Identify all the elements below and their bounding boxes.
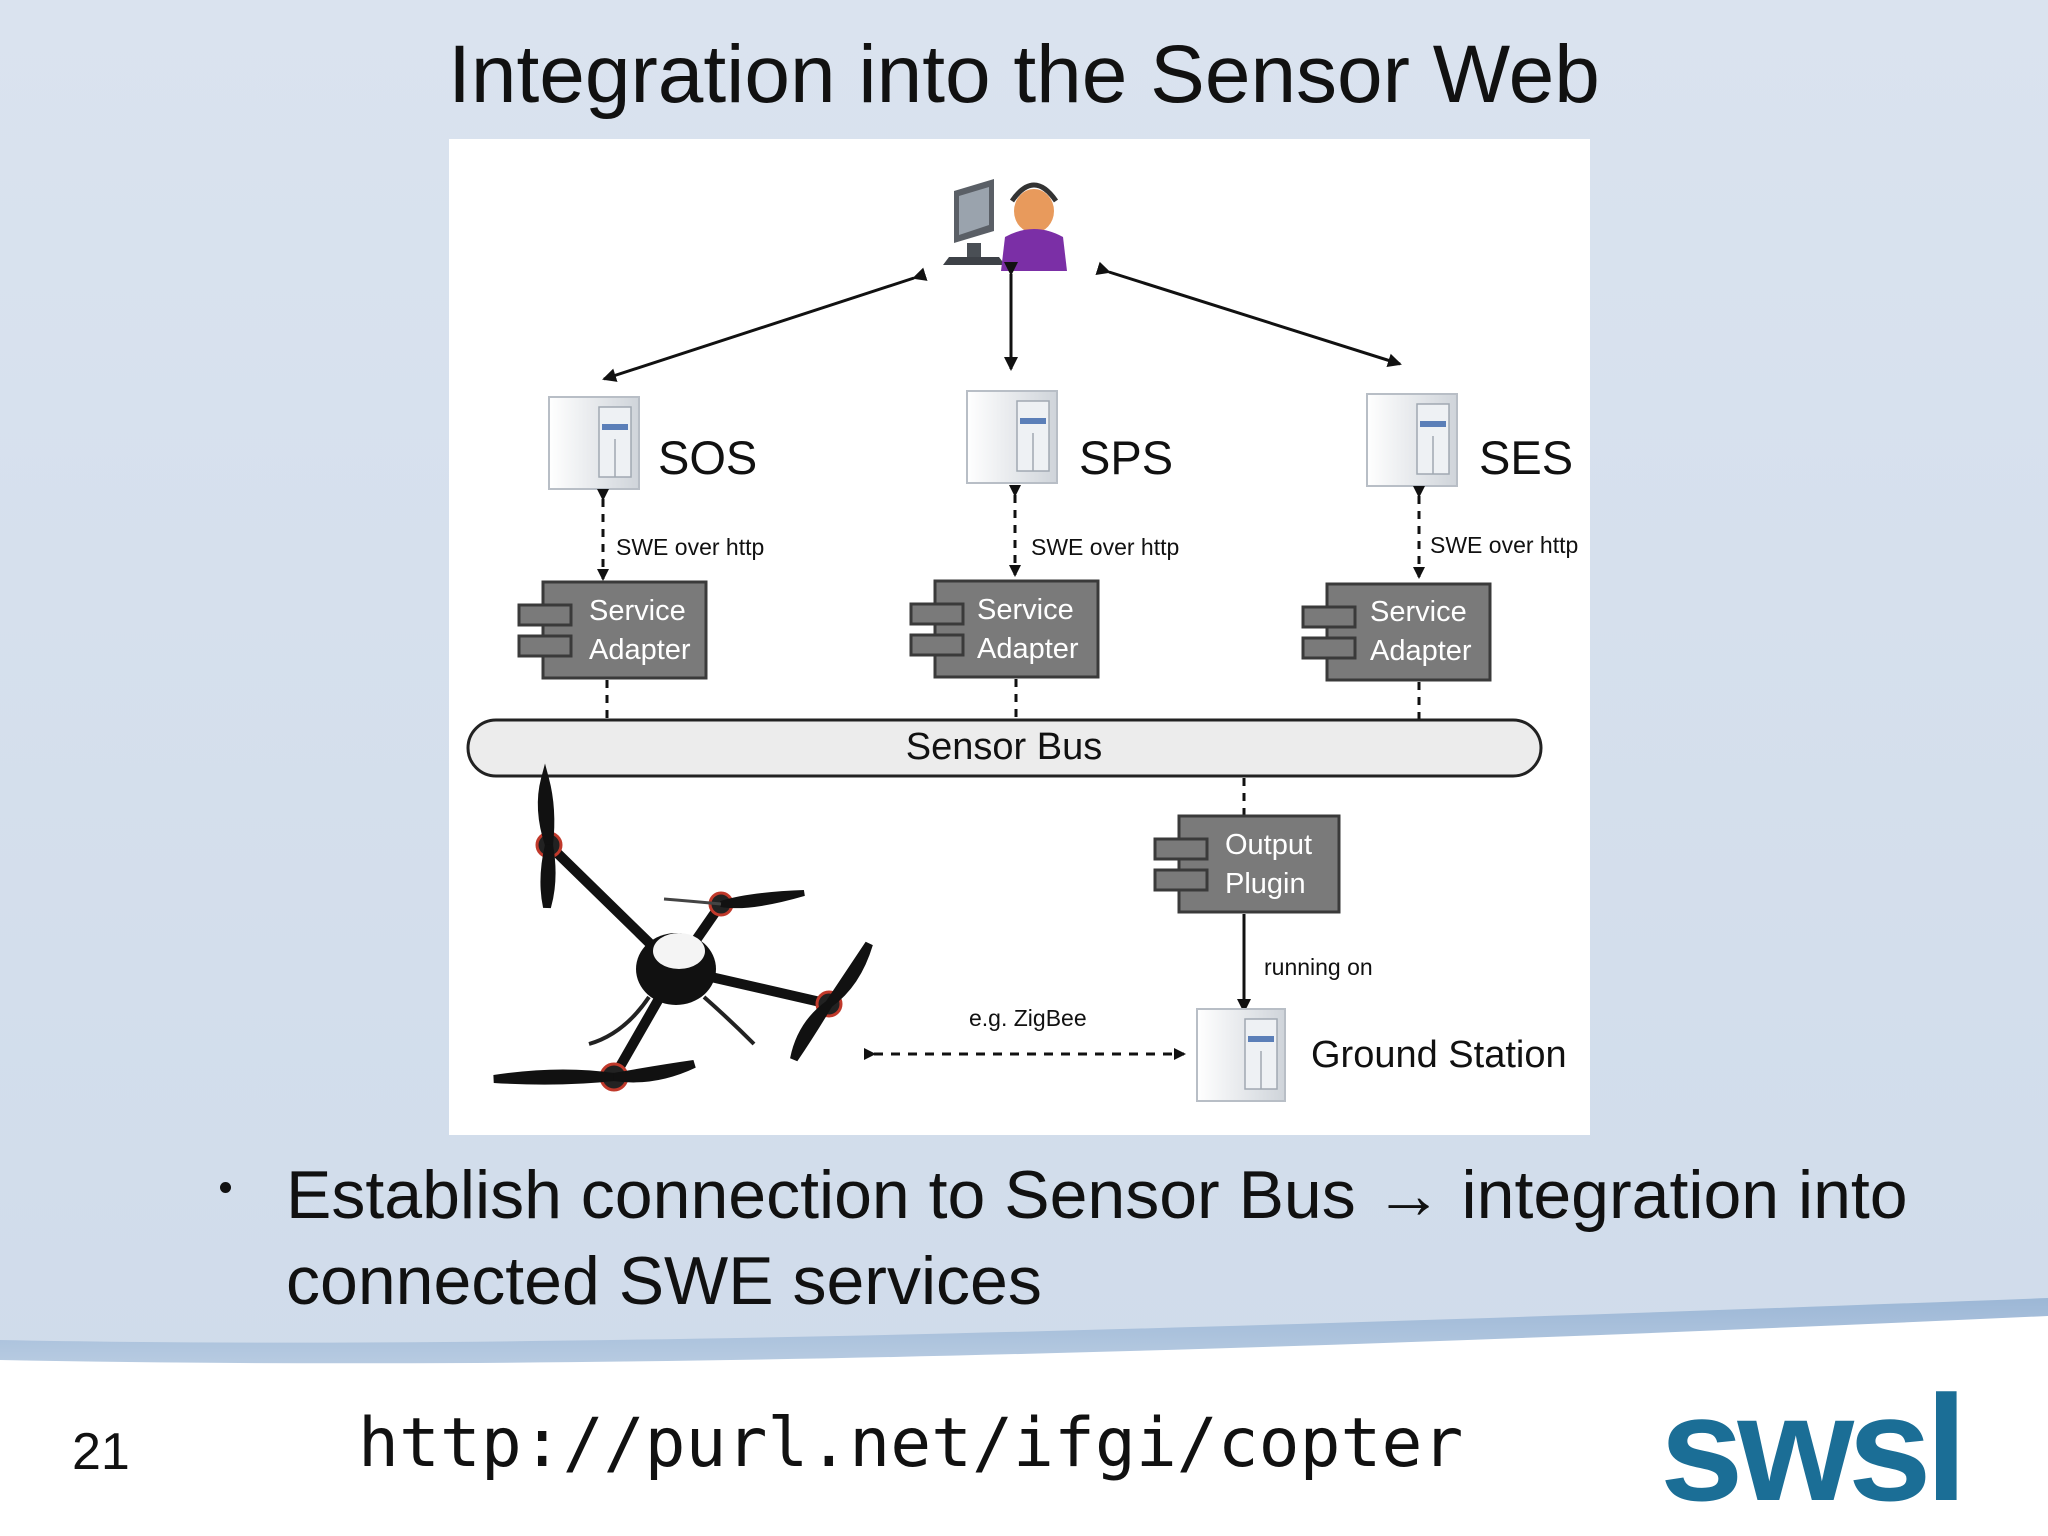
service-adapter-sps: Service Adapter (909, 579, 1100, 679)
running-on-label: running on (1264, 954, 1373, 980)
protocol-label-sps: SWE over http (1031, 534, 1179, 560)
svg-text:Adapter: Adapter (1370, 635, 1472, 667)
footer-url[interactable]: http://purl.net/ifgi/copter (358, 1404, 1464, 1483)
svg-text:swsl: swsl (1660, 1364, 1961, 1530)
ground-station-server-icon (1196, 1008, 1286, 1102)
swsl-logo: swsl (1660, 1364, 1967, 1530)
svg-text:Plugin: Plugin (1225, 868, 1306, 900)
output-plugin: Output Plugin (1153, 814, 1341, 914)
user-operator-icon (943, 179, 1067, 271)
quadcopter-image (493, 763, 873, 1092)
sos-server-icon (548, 396, 640, 490)
bullet-text: Establish connection to Sensor Bus → int… (286, 1157, 1908, 1319)
sensor-bus-label: Sensor Bus (906, 726, 1102, 768)
protocol-label-sos: SWE over http (616, 534, 764, 560)
ground-station-label: Ground Station (1311, 1034, 1567, 1076)
svg-text:Adapter: Adapter (977, 633, 1079, 665)
page-number: 21 (72, 1423, 130, 1481)
protocol-label-ses: SWE over http (1430, 532, 1578, 558)
slide-title: Integration into the Sensor Web (448, 29, 1600, 120)
svg-text:Service: Service (1370, 596, 1467, 628)
svg-text:Output: Output (1225, 829, 1312, 861)
svg-text:Service: Service (589, 595, 686, 627)
sensor-bus: Sensor Bus (466, 718, 1543, 778)
svg-text:Service: Service (977, 594, 1074, 626)
bullet-marker (220, 1182, 231, 1193)
service-adapter-ses: Service Adapter (1301, 582, 1492, 682)
sps-server-icon (966, 390, 1058, 484)
service-adapter-sos: Service Adapter (517, 580, 708, 680)
ses-server-icon (1366, 393, 1458, 487)
sos-label: SOS (658, 431, 757, 484)
svg-text:Adapter: Adapter (589, 634, 691, 666)
sps-label: SPS (1079, 431, 1173, 484)
zigbee-label: e.g. ZigBee (969, 1005, 1087, 1031)
architecture-diagram: SOS SPS SES SWE over http SWE over http … (449, 139, 1590, 1135)
ses-label: SES (1479, 431, 1573, 484)
